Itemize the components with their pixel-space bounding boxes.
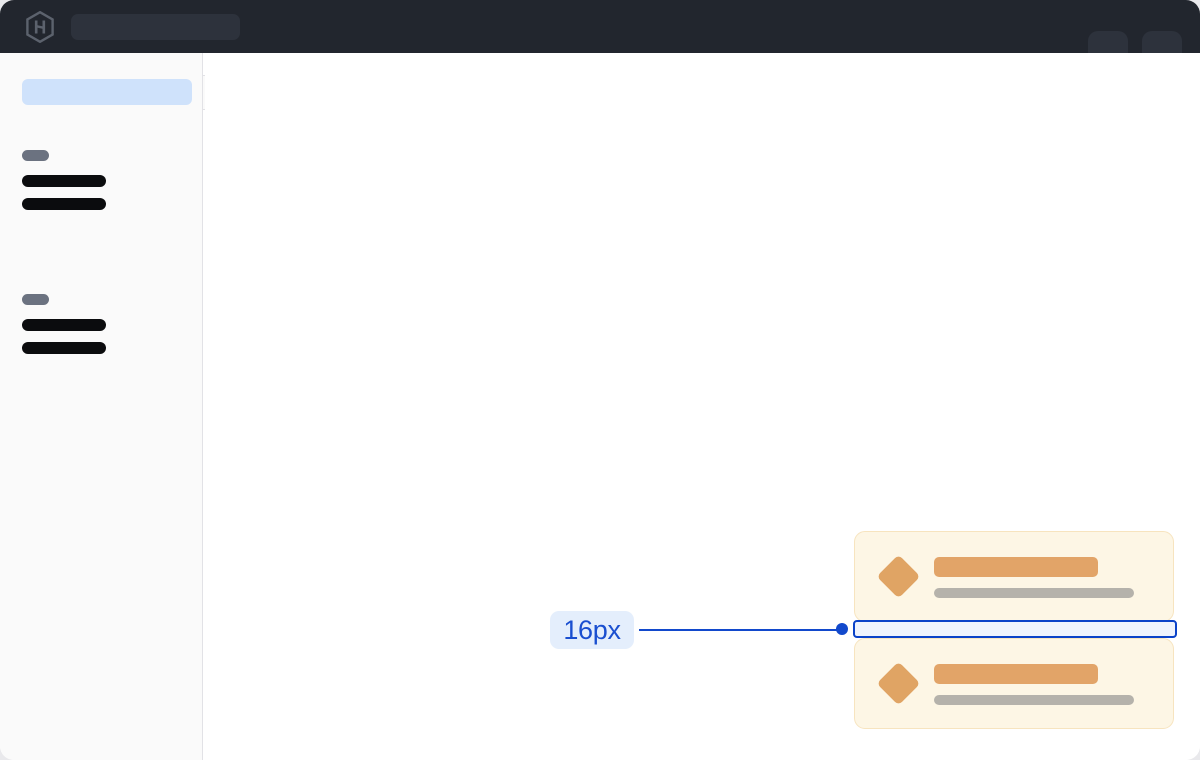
hashicorp-hexagon-logo[interactable] [25,10,55,43]
gap-measurement-highlight [853,620,1177,638]
measurement-leader-line [639,628,843,631]
search-input[interactable] [71,13,240,40]
top-header-bar [0,0,1200,59]
sidebar [0,53,203,760]
card-title [934,664,1098,684]
sidebar-group-2 [22,294,106,365]
topbar-right-group [1088,0,1182,59]
card-title [934,557,1098,577]
sidebar-group-1 [22,150,106,221]
card-text-block [934,662,1134,705]
card-subtitle [934,695,1134,705]
sidebar-item-skeleton[interactable] [22,319,106,331]
sidebar-group-heading [22,150,49,161]
card-text-block [934,555,1134,598]
sidebar-group-heading [22,294,49,305]
sidebar-item-skeleton[interactable] [22,342,106,354]
measurement-leader-dot [836,623,848,635]
diamond-icon [876,554,921,599]
sidebar-item-skeleton[interactable] [22,198,106,210]
card-subtitle [934,588,1134,598]
card-item[interactable] [854,531,1174,622]
measurement-value-label: 16px [550,611,634,649]
card-item[interactable] [854,638,1174,729]
sidebar-item-active[interactable] [22,79,192,105]
card-list [854,531,1174,729]
diamond-icon [876,661,921,706]
sidebar-item-skeleton[interactable] [22,175,106,187]
